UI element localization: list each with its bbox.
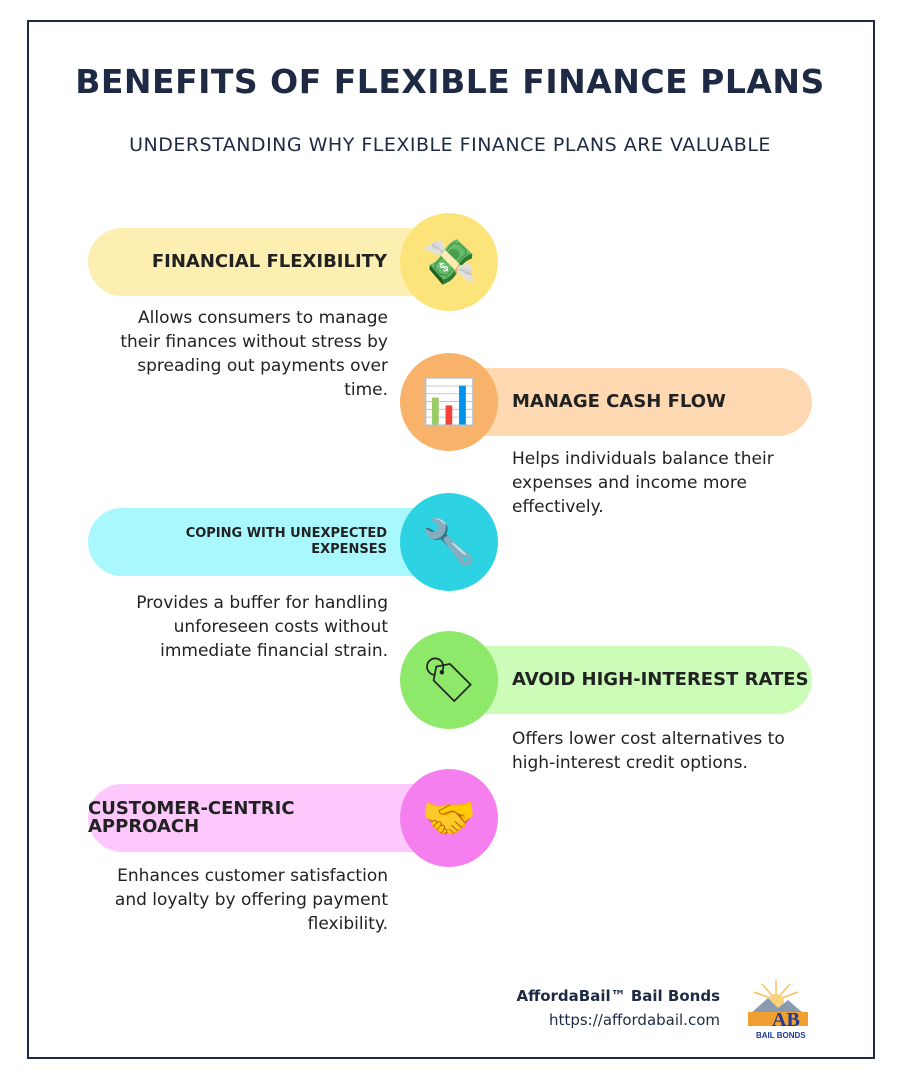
benefit-pill-avoid-high-interest-rates: AVOID HIGH-INTEREST RATES	[440, 646, 812, 714]
bar-chart-icon: 📊	[400, 353, 498, 451]
infographic-frame	[27, 20, 875, 1059]
benefit-description: Enhances customer satisfaction and loyal…	[114, 866, 388, 934]
benefit-heading: MANAGE CASH FLOW	[512, 391, 726, 412]
svg-text:BAIL BONDS: BAIL BONDS	[756, 1031, 806, 1040]
page-title: BENEFITS OF FLEXIBLE FINANCE PLANS	[75, 62, 825, 101]
benefit-description: Allows consumers to manage their finance…	[120, 308, 388, 400]
benefit-heading: CUSTOMER-CENTRIC APPROACH	[88, 798, 295, 837]
benefit-heading: AVOID HIGH-INTEREST RATES	[512, 669, 809, 690]
benefit-heading: COPING WITH UNEXPECTED EXPENSES	[185, 526, 387, 557]
benefit-heading: FINANCIAL FLEXIBILITY	[151, 251, 387, 272]
benefit-description: Helps individuals balance their expenses…	[512, 449, 774, 517]
price-tag-icon: 🏷	[400, 631, 498, 729]
page-subtitle: UNDERSTANDING WHY FLEXIBLE FINANCE PLANS…	[129, 134, 771, 156]
wrench-icon: 🔧	[400, 493, 498, 591]
company-logo: AB BAIL BONDS	[748, 980, 808, 1040]
money-with-wings-icon: 💸	[400, 213, 498, 311]
handshake-icon: 🤝	[400, 769, 498, 867]
benefit-pill-manage-cash-flow: MANAGE CASH FLOW	[440, 368, 812, 436]
benefit-description: Provides a buffer for handling unforesee…	[136, 593, 388, 661]
footer-url[interactable]: https://affordabail.com	[549, 1011, 720, 1029]
footer-company-name: AffordaBail™ Bail Bonds	[516, 987, 720, 1005]
benefit-description: Offers lower cost alternatives to high-i…	[512, 729, 785, 773]
svg-text:AB: AB	[772, 1009, 800, 1031]
